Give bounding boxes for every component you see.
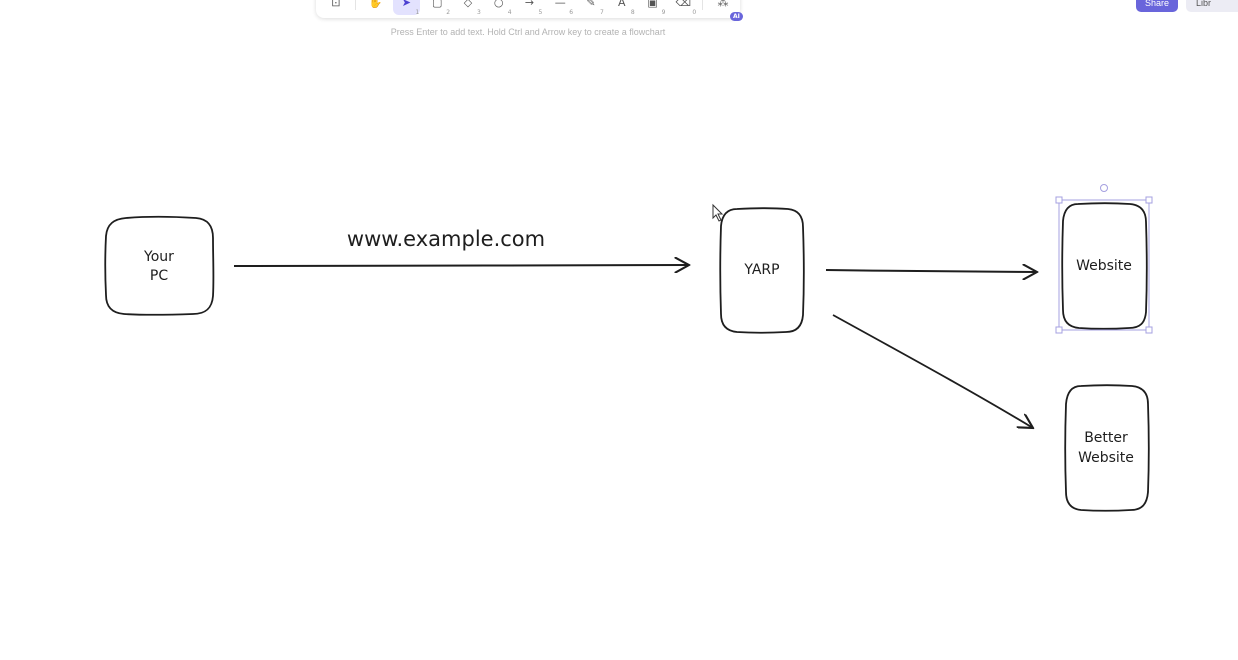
- image-icon: ▣: [647, 0, 658, 9]
- rectangle-tool-button[interactable]: ▢2: [423, 0, 451, 16]
- library-button[interactable]: Libr: [1186, 0, 1238, 12]
- resize-handle-sw[interactable]: [1055, 326, 1063, 334]
- shortcut-key: 5: [538, 9, 543, 16]
- node-your-pc[interactable]: Your PC: [104, 215, 215, 316]
- more-tools-icon: ⁂: [717, 0, 729, 9]
- arrow-url-label: www.example.com: [347, 227, 545, 251]
- your-pc-label-line1: Your: [143, 249, 174, 265]
- shortcut-key: 8: [630, 9, 635, 16]
- hand-icon: ✋: [368, 0, 383, 9]
- your-pc-label-line2: PC: [150, 268, 168, 284]
- website-box: [1061, 202, 1148, 330]
- arrow-icon: →: [524, 0, 535, 9]
- rotation-handle[interactable]: [1100, 184, 1108, 192]
- hand-tool-button[interactable]: ✋: [362, 0, 390, 15]
- ellipse-icon: ○: [493, 0, 504, 9]
- toolbar-divider: [354, 0, 356, 10]
- shortcut-key: 3: [476, 9, 481, 16]
- selection-tool-button[interactable]: ➤1: [392, 0, 421, 16]
- rectangle-icon: ▢: [431, 0, 443, 9]
- better-website-label-line1: Better: [1084, 430, 1128, 446]
- shortcut-key: 6: [569, 9, 574, 16]
- more-tools-button[interactable]: ⁂AI: [709, 0, 743, 21]
- shortcut-key: 2: [446, 9, 451, 16]
- eraser-icon: ⌫: [675, 0, 692, 9]
- node-website[interactable]: Website: [1061, 202, 1148, 330]
- yarp-box: [719, 207, 805, 334]
- share-button[interactable]: Share: [1136, 0, 1178, 12]
- lock-icon: ⊡: [331, 0, 341, 9]
- ai-badge: AI: [730, 12, 743, 21]
- selection-box[interactable]: [1055, 184, 1153, 334]
- mouse-cursor-icon: [712, 203, 724, 222]
- eraser-tool-button[interactable]: ⌫0: [669, 0, 697, 16]
- resize-handle-nw[interactable]: [1055, 196, 1063, 204]
- better-website-box: [1064, 384, 1150, 512]
- arrow-pc-to-yarp[interactable]: [233, 265, 689, 266]
- arrow-tool-button[interactable]: →5: [516, 0, 544, 16]
- diamond-tool-button[interactable]: ◇3: [454, 0, 482, 16]
- shortcut-key: 0: [692, 9, 697, 16]
- line-tool-button[interactable]: —6: [546, 0, 574, 16]
- yarp-label: YARP: [743, 262, 779, 278]
- selection-outline: [1058, 199, 1150, 331]
- image-tool-button[interactable]: ▣9: [639, 0, 667, 16]
- your-pc-box: [104, 215, 215, 316]
- lock-button[interactable]: ⊡: [322, 0, 350, 15]
- pencil-tool-button[interactable]: ✎7: [577, 0, 605, 16]
- selection-icon: ➤: [401, 0, 411, 9]
- flowchart-hint: Press Enter to add text. Hold Ctrl and A…: [390, 27, 666, 37]
- toolbar-divider: [702, 0, 704, 10]
- line-icon: —: [554, 0, 566, 9]
- website-label: Website: [1076, 258, 1132, 274]
- better-website-label-line2: Website: [1078, 450, 1134, 466]
- shortcut-key: 1: [415, 9, 420, 16]
- node-yarp[interactable]: YARP: [719, 207, 805, 334]
- pencil-icon: ✎: [586, 0, 596, 9]
- resize-handle-se[interactable]: [1145, 326, 1153, 334]
- text-icon: A: [617, 0, 626, 9]
- arrow-yarp-to-better-website[interactable]: [832, 314, 1033, 428]
- shortcut-key: 9: [661, 9, 666, 16]
- ellipse-tool-button[interactable]: ○4: [485, 0, 513, 16]
- resize-handle-ne[interactable]: [1145, 196, 1153, 204]
- shortcut-key: 7: [600, 9, 604, 16]
- diamond-icon: ◇: [463, 0, 473, 9]
- node-better-website[interactable]: Better Website: [1064, 384, 1150, 512]
- arrow-yarp-to-website[interactable]: [825, 270, 1037, 272]
- shortcut-key: 4: [507, 9, 512, 16]
